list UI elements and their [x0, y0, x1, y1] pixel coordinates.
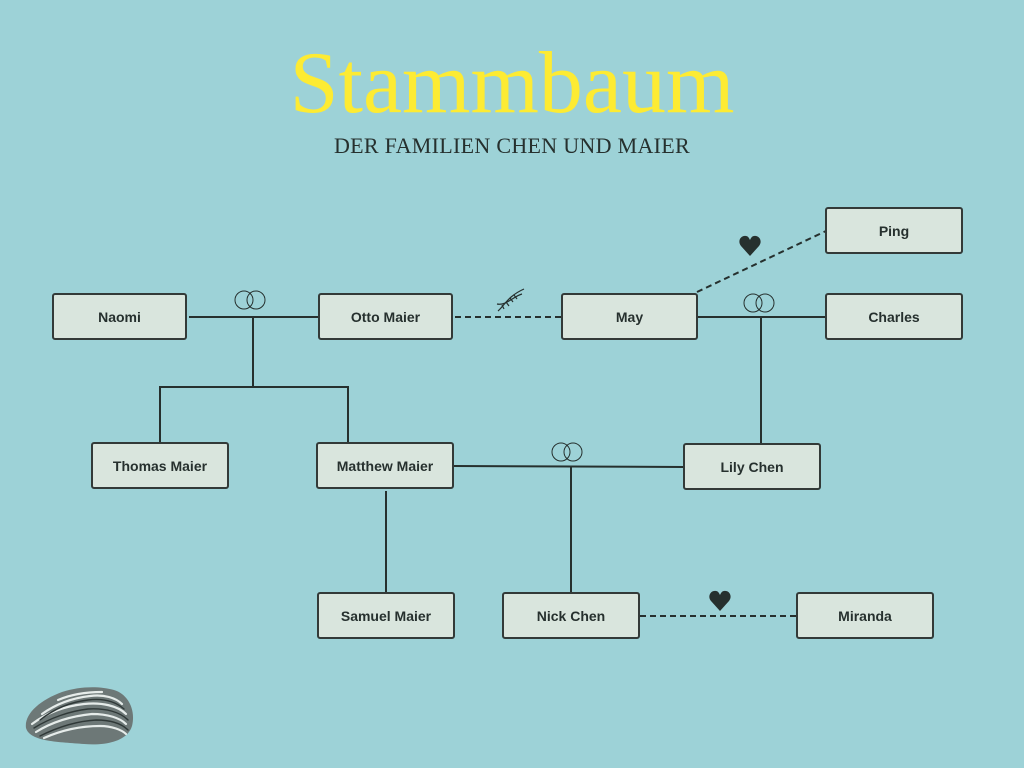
dna-icon — [496, 288, 525, 312]
person-node-thomas-maier[interactable]: Thomas Maier — [91, 442, 229, 489]
person-node-may[interactable]: May — [561, 293, 698, 340]
person-node-ping[interactable]: Ping — [825, 207, 963, 254]
person-name: Naomi — [98, 308, 141, 325]
person-name: Samuel Maier — [340, 607, 432, 624]
person-node-miranda[interactable]: Miranda — [796, 592, 934, 639]
person-name: Nick Chen — [536, 607, 606, 624]
marriage-line-matthew-lily — [452, 465, 685, 468]
person-node-otto-maier[interactable]: Otto Maier — [318, 293, 453, 340]
person-node-samuel-maier[interactable]: Samuel Maier — [317, 592, 455, 639]
page-title: Stammbaum — [289, 35, 735, 132]
sibling-bar-thomas-matthew — [159, 386, 349, 442]
person-node-charles[interactable]: Charles — [825, 293, 963, 340]
person-node-naomi[interactable]: Naomi — [52, 293, 187, 340]
person-name: Otto Maier — [350, 308, 421, 325]
wedding-rings-icon — [234, 290, 266, 310]
wedding-rings-icon — [551, 442, 583, 462]
person-name: Matthew Maier — [336, 457, 434, 474]
oyster-shell-icon — [25, 687, 134, 745]
person-name: May — [615, 308, 644, 325]
romance-line-may-ping — [696, 230, 827, 293]
person-name: Miranda — [838, 607, 892, 624]
person-node-nick-chen[interactable]: Nick Chen — [502, 592, 640, 639]
heart-icon — [739, 235, 761, 256]
page-subtitle: DER FAMILIEN CHEN UND MAIER — [333, 133, 690, 158]
person-node-matthew-maier[interactable]: Matthew Maier — [316, 442, 454, 489]
person-name: Ping — [878, 222, 910, 239]
heart-icon — [709, 590, 731, 611]
person-name: Lily Chen — [720, 458, 784, 475]
person-name: Charles — [868, 308, 920, 325]
person-node-lily-chen[interactable]: Lily Chen — [683, 443, 821, 490]
person-name: Thomas Maier — [112, 457, 208, 474]
wedding-rings-icon — [743, 293, 775, 313]
